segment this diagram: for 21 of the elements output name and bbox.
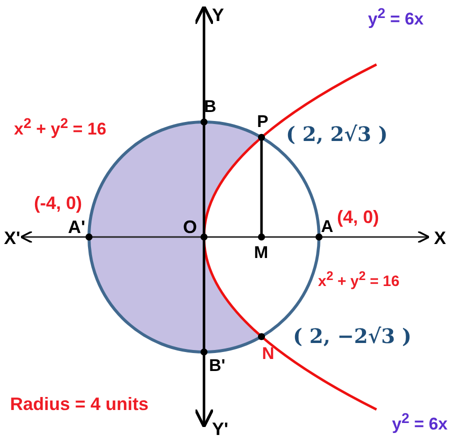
point-label: B bbox=[204, 98, 216, 115]
point-label: N bbox=[262, 345, 274, 362]
equation-label: y$^{2}$ = 6x bbox=[392, 412, 448, 433]
equation-label: x$^{2}$ + y$^{2}$ = 16 bbox=[318, 270, 400, 289]
note: Radius = 4 units bbox=[10, 395, 149, 413]
point-label: A' bbox=[68, 218, 86, 236]
point-label: B' bbox=[209, 357, 226, 374]
axis-label: X bbox=[434, 229, 446, 247]
point-label: A bbox=[321, 218, 334, 235]
axis-label: Y bbox=[212, 6, 224, 24]
point-label: M bbox=[254, 244, 268, 261]
axis-label: Y' bbox=[212, 420, 228, 438]
equation-label: x$^{2}$ + y$^{2}$ = 16 bbox=[14, 117, 106, 138]
axis-label: X' bbox=[4, 229, 20, 247]
coordinate-label: (4, 0) bbox=[337, 208, 380, 226]
equation-label: y$^{2}$ = 6x bbox=[368, 7, 424, 28]
coordinate-label: ( 2, 2√3 ) bbox=[286, 124, 388, 144]
coordinate-label: (-4, 0) bbox=[34, 194, 82, 212]
point-label: O bbox=[183, 218, 198, 236]
coordinate-label: ( 2, −2√3 ) bbox=[293, 326, 412, 346]
point-label: P bbox=[257, 113, 268, 130]
